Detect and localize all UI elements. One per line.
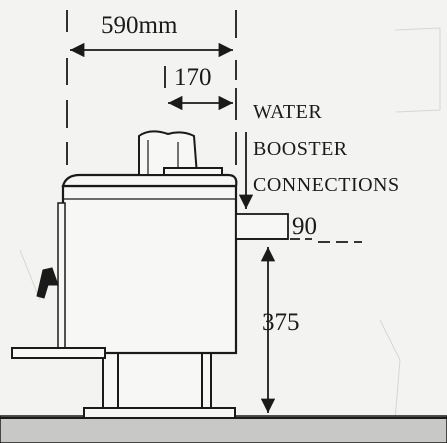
dim-flue-offset [164,66,237,165]
ashpan-shelf [11,347,106,359]
background-sketch [19,27,441,421]
callout-line-2: BOOSTER [253,138,348,160]
label-base-height: 375 [262,309,300,336]
hearth-floor [0,415,447,443]
door-handle [36,202,66,354]
callout-line-1: WATER [253,101,322,123]
label-overall-width: 590mm [101,12,178,39]
booster-connection-stub [235,213,289,240]
stove-plinth [83,352,236,419]
flue-collar [138,130,223,176]
label-flue-offset: 170 [174,64,212,91]
label-connection-height: 90 [292,213,317,240]
dim-connection-height [236,238,362,243]
dim-overall-width [66,10,237,165]
stove-body [61,173,238,355]
callout-line-3: CONNECTIONS [253,174,400,196]
